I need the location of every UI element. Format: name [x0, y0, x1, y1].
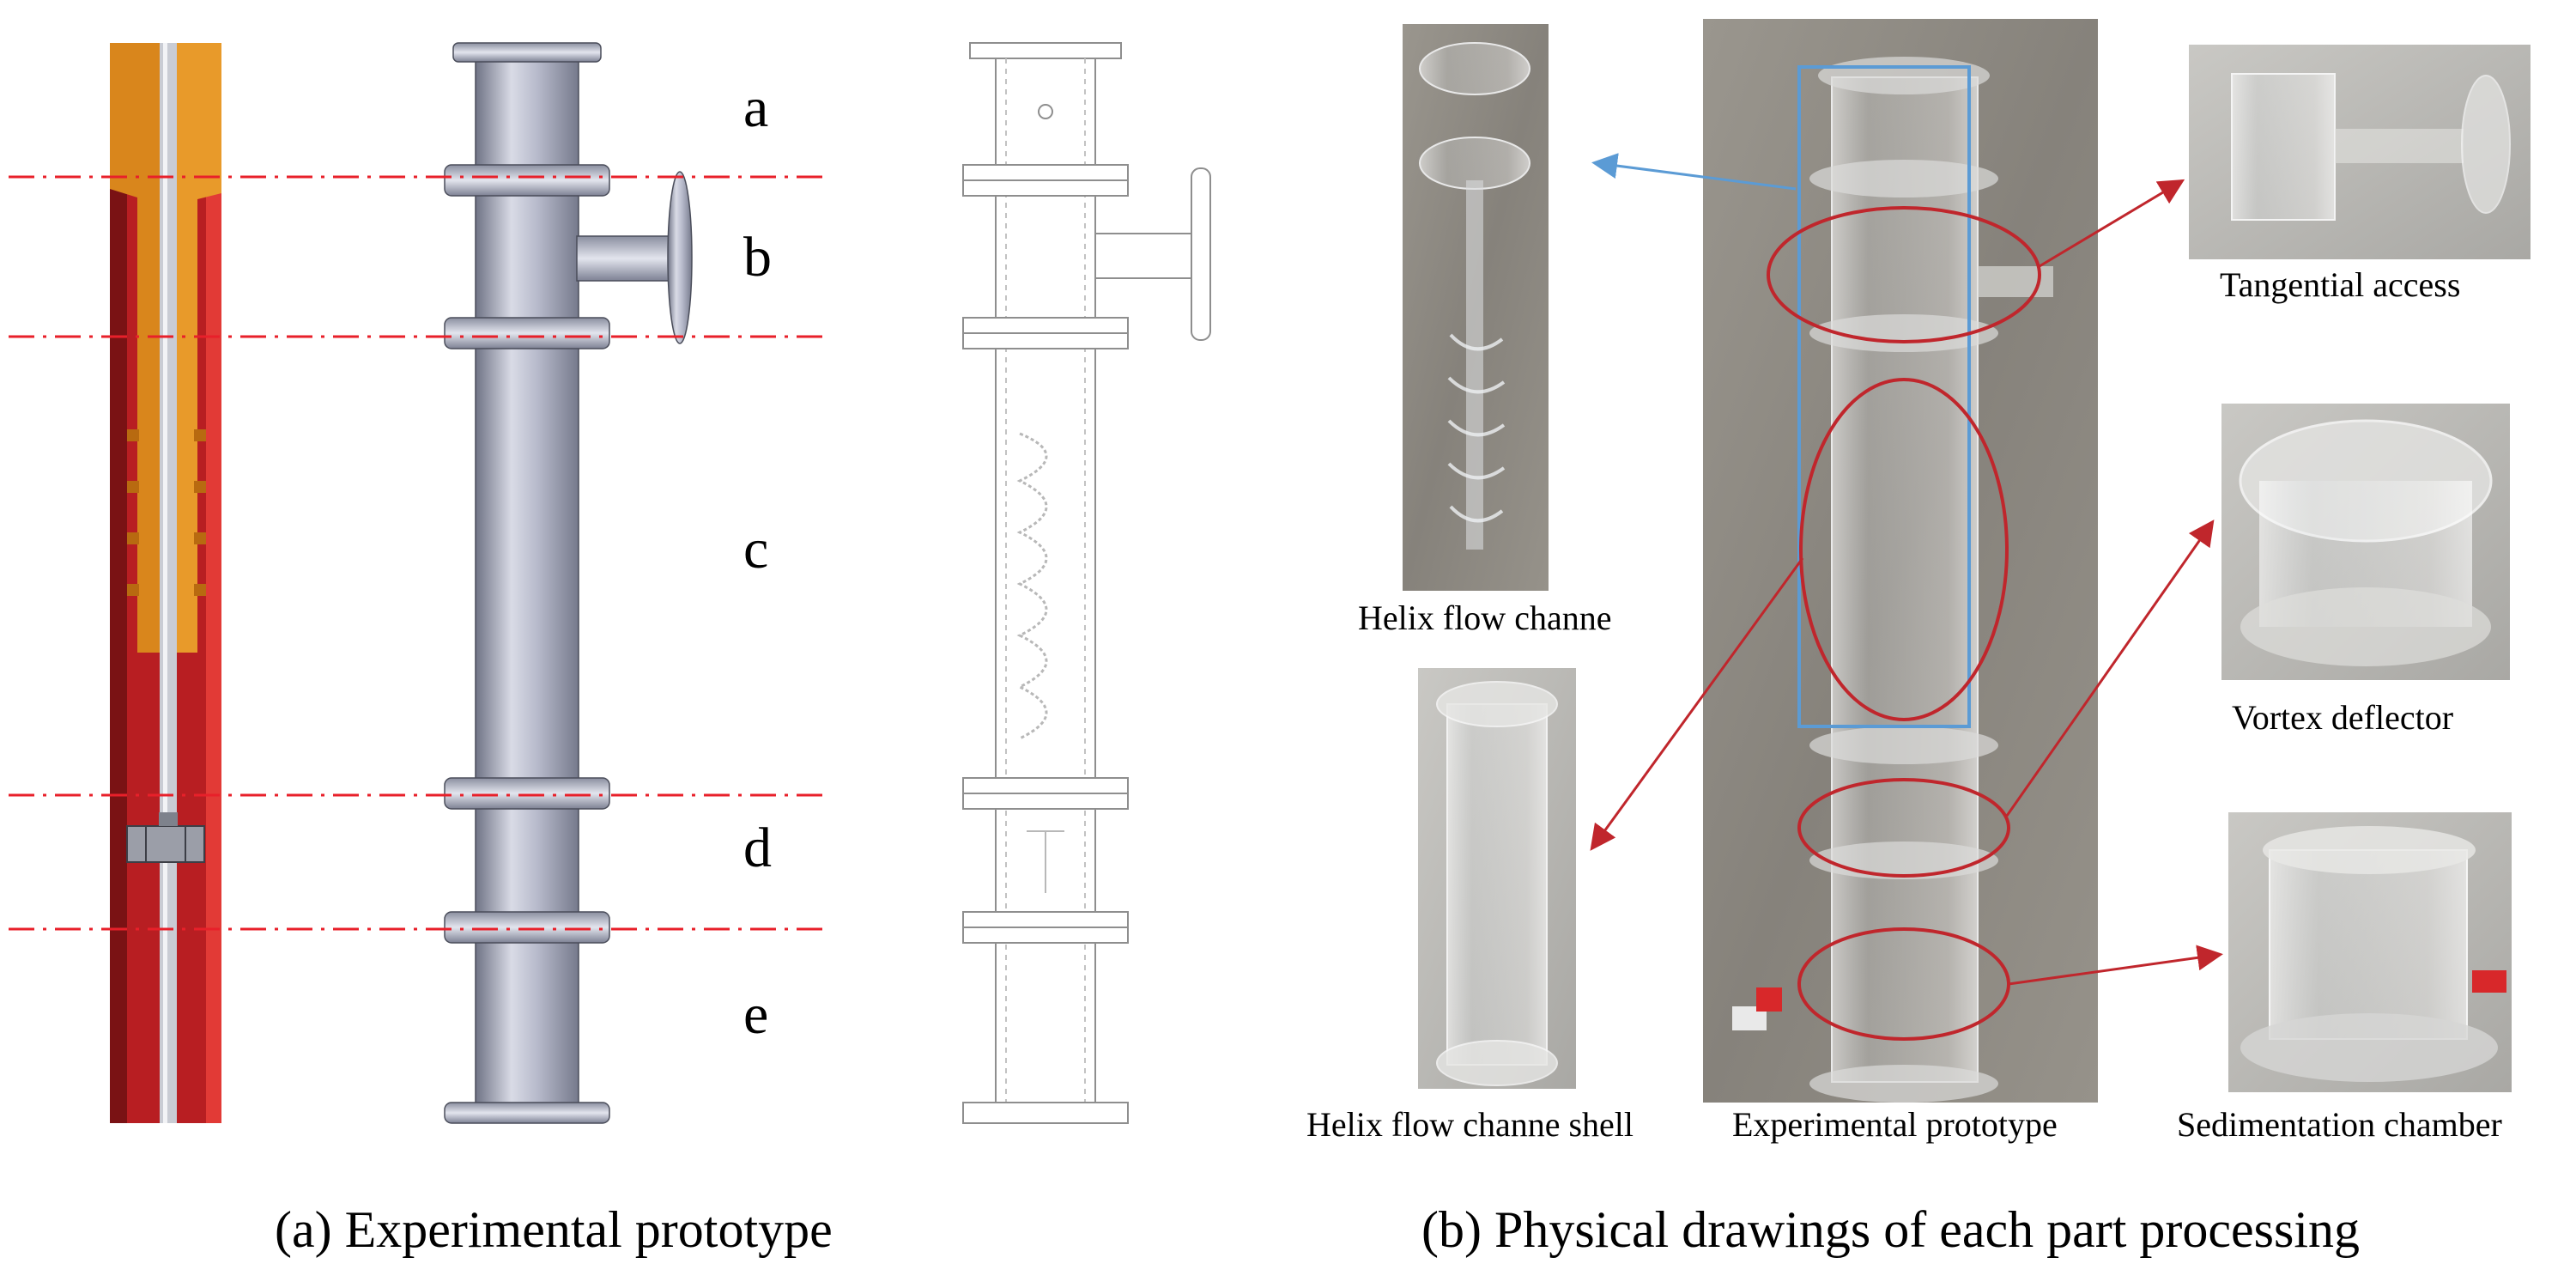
caption-sedimentation-chamber: Sedimentation chamber [2177, 1105, 2502, 1144]
photo-helix-flow-channel [1403, 24, 1549, 591]
blue-highlight-box [1591, 65, 1971, 728]
caption-helix-flow-channel: Helix flow channe [1358, 598, 1612, 637]
photo-vortex-deflector [2221, 404, 2510, 680]
panel-b [1403, 19, 2531, 1103]
section-cut-lines [9, 175, 829, 931]
caption-vortex-deflector: Vortex deflector [2232, 698, 2454, 737]
section-label-d: d [743, 817, 772, 879]
rendered-pipe-view [444, 42, 693, 1124]
photo-sedimentation-chamber [2228, 812, 2512, 1092]
photo-helix-flow-channel-shell [1418, 668, 1576, 1089]
red-callouts [1590, 179, 2223, 1041]
section-label-e: e [743, 983, 769, 1046]
section-label-b: b [743, 226, 772, 289]
caption-helix-flow-channel-shell: Helix flow channe shell [1306, 1105, 1633, 1144]
panel-b-caption: (b) Physical drawings of each part proce… [1421, 1201, 2361, 1258]
panel-a [9, 42, 1211, 1124]
wireframe-view [962, 42, 1211, 1124]
section-label-a: a [743, 76, 769, 139]
photo-tangential-access [2189, 45, 2531, 259]
photo-experimental-prototype [1703, 19, 2098, 1103]
panel-a-caption: (a) Experimental prototype [275, 1201, 833, 1258]
section-label-c: c [743, 518, 769, 580]
caption-experimental-prototype: Experimental prototype [1732, 1105, 2058, 1144]
cross-section-view [110, 43, 221, 1123]
caption-tangential-access: Tangential access [2220, 265, 2461, 304]
